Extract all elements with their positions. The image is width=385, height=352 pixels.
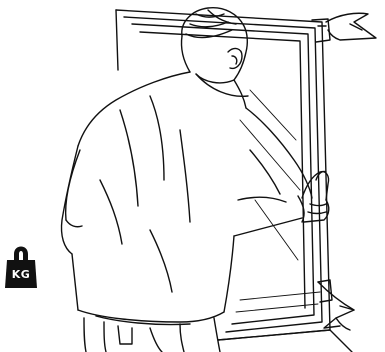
weight-label: KG <box>6 269 36 281</box>
rotate-arrow-bottom-icon <box>318 282 354 330</box>
rotate-arrow-top-icon <box>326 13 376 40</box>
weight-icon <box>4 236 38 290</box>
glass-door-frame <box>116 10 352 352</box>
person-torso <box>61 72 328 322</box>
